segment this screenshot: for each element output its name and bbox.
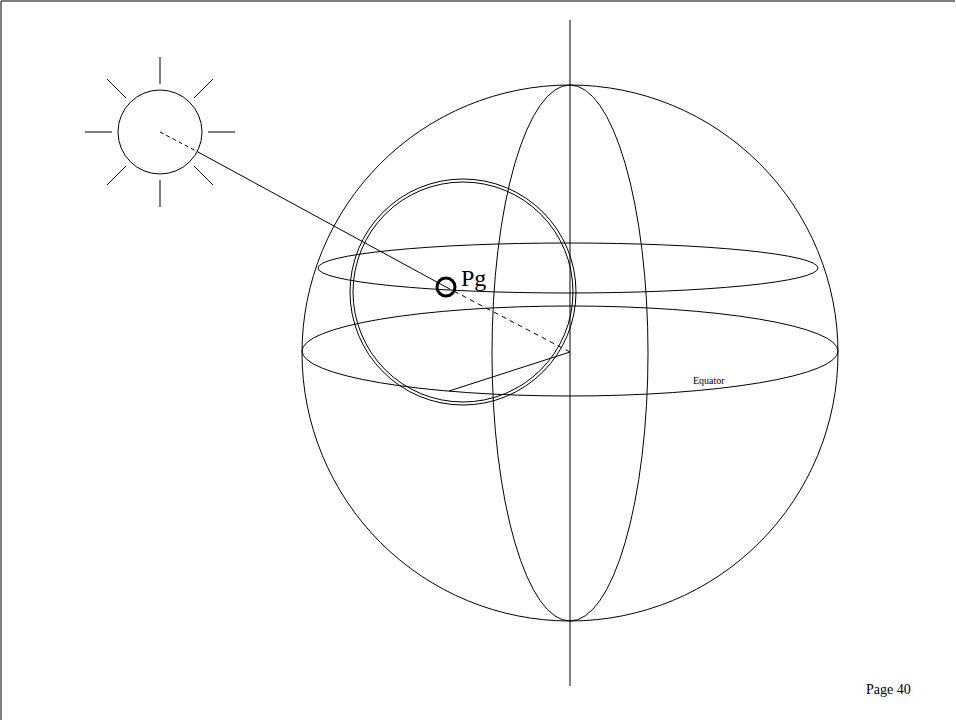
radius-line bbox=[449, 352, 570, 391]
position-label: Pg bbox=[461, 266, 486, 290]
sun bbox=[118, 90, 202, 174]
sun-ray-stroke bbox=[208, 132, 235, 133]
page-number: Page 40 bbox=[866, 683, 911, 697]
circle-of-equal-altitude bbox=[350, 179, 576, 405]
earth-center-line bbox=[446, 287, 570, 352]
sun-ray-stroke bbox=[107, 79, 126, 98]
sun-ray-stroke bbox=[194, 79, 213, 98]
sun-ray-stroke bbox=[194, 166, 213, 185]
sun-ray-stroke bbox=[85, 132, 112, 133]
circle-of-equal-altitude bbox=[353, 182, 573, 402]
sun-ray-dashed bbox=[160, 132, 198, 152]
polar-axis bbox=[570, 20, 571, 686]
sun-ray-stroke bbox=[160, 180, 161, 207]
sun-ray bbox=[198, 152, 446, 287]
frame-line bbox=[1, 1, 955, 2]
meridian bbox=[492, 85, 648, 621]
geographic-position-marker bbox=[437, 278, 455, 296]
sun-ray-stroke bbox=[160, 57, 161, 84]
equator-label: Equator bbox=[693, 376, 725, 386]
sun-ray-stroke bbox=[107, 166, 126, 185]
frame-line bbox=[1, 1, 2, 720]
sun-rays bbox=[85, 57, 235, 207]
